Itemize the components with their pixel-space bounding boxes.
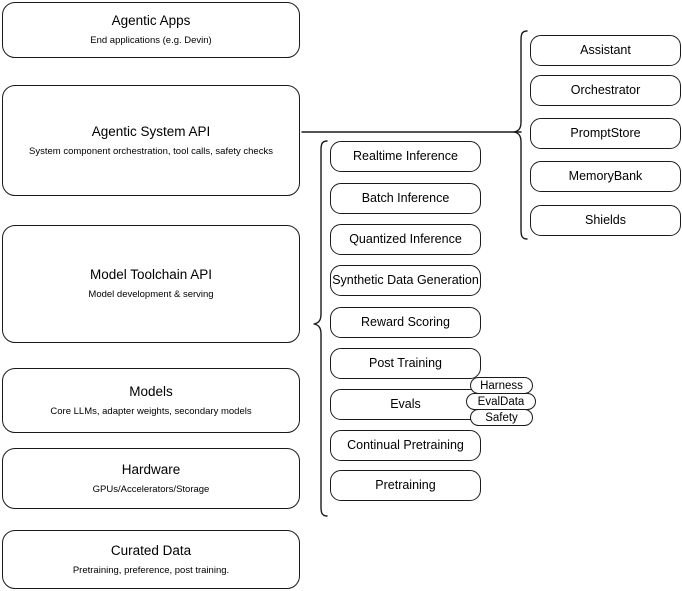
layer-subtitle: Model development & serving xyxy=(88,289,214,300)
layer-title: Model Toolchain API xyxy=(89,267,213,283)
toolchain-pretraining[interactable]: Pretraining xyxy=(330,470,481,501)
evals-badge-evaldata[interactable]: EvalData xyxy=(466,393,536,410)
agentic-component-orchestrator[interactable]: Orchestrator xyxy=(530,75,681,106)
toolchain-batch-inference[interactable]: Batch Inference xyxy=(330,183,481,214)
toolchain-quantized-inference[interactable]: Quantized Inference xyxy=(330,224,481,255)
evals-badge-harness[interactable]: Harness xyxy=(470,377,533,394)
layer-title: Models xyxy=(129,383,173,399)
brace-agentic-components xyxy=(513,30,528,240)
toolchain-evals[interactable]: Evals xyxy=(330,389,481,420)
layer-subtitle: End applications (e.g. Devin) xyxy=(90,35,212,46)
layer-agentic-system-api[interactable]: Agentic System API System component orch… xyxy=(2,85,300,196)
toolchain-synthetic-data-generation[interactable]: Synthetic Data Generation xyxy=(330,265,481,296)
agentic-component-shields[interactable]: Shields xyxy=(530,205,681,236)
agentic-component-memorybank[interactable]: MemoryBank xyxy=(530,161,681,192)
layer-hardware[interactable]: Hardware GPUs/Accelerators/Storage xyxy=(2,448,300,509)
evals-badge-safety[interactable]: Safety xyxy=(470,409,533,426)
layer-subtitle: Core LLMs, adapter weights, secondary mo… xyxy=(50,405,252,417)
toolchain-continual-pretraining[interactable]: Continual Pretraining xyxy=(330,430,481,461)
layer-model-toolchain-api[interactable]: Model Toolchain API Model development & … xyxy=(2,225,300,343)
layer-title: Agentic System API xyxy=(91,123,211,139)
agentic-component-assistant[interactable]: Assistant xyxy=(530,35,681,66)
toolchain-post-training[interactable]: Post Training xyxy=(330,348,481,379)
toolchain-realtime-inference[interactable]: Realtime Inference xyxy=(330,141,481,172)
layer-curated-data[interactable]: Curated Data Pretraining, preference, po… xyxy=(2,530,300,589)
layer-agentic-apps[interactable]: Agentic Apps End applications (e.g. Devi… xyxy=(2,2,300,58)
layer-title: Curated Data xyxy=(110,542,192,558)
toolchain-reward-scoring[interactable]: Reward Scoring xyxy=(330,307,481,338)
layer-title: Agentic Apps xyxy=(111,13,191,29)
layer-title: Hardware xyxy=(121,461,181,477)
layer-subtitle: GPUs/Accelerators/Storage xyxy=(92,483,210,495)
brace-toolchain-components xyxy=(313,140,328,517)
layer-subtitle: System component orchestration, tool cal… xyxy=(29,145,273,157)
layer-subtitle: Pretraining, preference, post training. xyxy=(72,564,230,576)
layer-models[interactable]: Models Core LLMs, adapter weights, secon… xyxy=(2,368,300,433)
agentic-component-promptstore[interactable]: PromptStore xyxy=(530,118,681,149)
